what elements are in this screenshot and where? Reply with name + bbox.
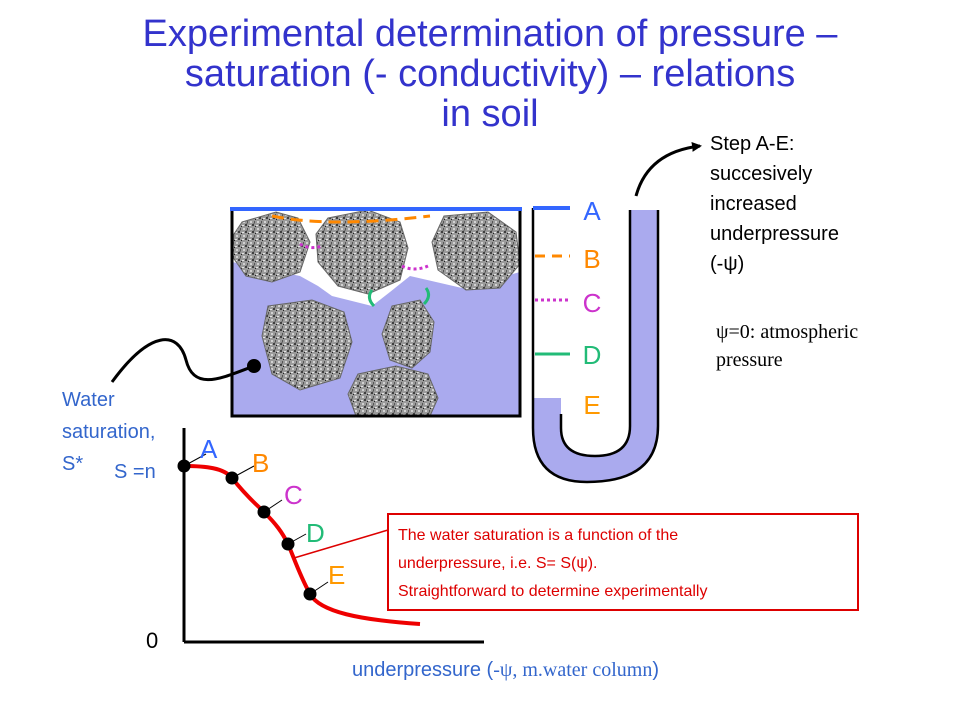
atmospheric-note-line-2: pressure [716,349,783,371]
callout-line-1: The water saturation is a function of th… [398,527,678,544]
atmospheric-note: ψ=0: atmospheric pressure [716,321,858,371]
tube-label-A: A [583,196,601,226]
soil-grain [261,299,353,391]
y-axis-label-line-2: saturation, [62,421,155,443]
callout-pointer [293,529,389,559]
curve-point-C [257,505,271,519]
curve-point-D [281,537,295,551]
meniscus-D-left [367,289,376,308]
curve-label-E: E [328,560,345,590]
step-note-line-5: (-ψ) [710,253,744,275]
soil-grains [231,209,521,417]
step-note-line-2: succesively [710,163,812,185]
curve-point-E [303,587,317,601]
y-axis-label-line-3: S* [62,453,83,475]
y-axis-label-line-1: Water [62,389,115,411]
callout: The water saturation is a function of th… [293,513,859,611]
tube-wall-inner [559,210,632,458]
curve-point-B [225,471,239,485]
tube-label-B: B [583,244,600,274]
retention-graph: Water saturation, S* S =n 0 A B C D E [62,389,659,681]
x-axis-label: underpressure (-ψ, m.water column) [352,659,659,681]
curve-label-D: D [306,518,325,548]
step-arrow [634,141,702,197]
meniscus-B [271,214,431,224]
tube-wall [531,208,660,484]
title-line-2: saturation (- conductivity) – relations [184,53,796,95]
tube-water [533,210,658,482]
x-axis-label-prefix: underpressure ( [352,659,494,681]
tube-label-C: C [583,288,602,318]
curve-label-A: A [200,434,218,464]
meniscus-C-right [401,264,429,271]
x-axis-label-suffix: ) [652,659,659,681]
sample-connector [110,338,255,383]
step-note: Step A-E: succesively increased underpre… [710,133,839,275]
x-axis-label-math: -ψ, m.water column [493,659,652,681]
meniscus-C-left [299,242,323,250]
title-line-3: in soil [441,93,539,135]
curve-label-C: C [284,480,303,510]
meniscus-D-right [422,287,431,306]
callout-box [387,513,859,611]
callout-line-3: Straightforward to determine experimenta… [398,583,707,600]
curve-points [177,453,329,601]
step-note-line-3: increased [710,193,797,215]
page-title: Experimental determination of pressure –… [0,14,960,134]
curve-labels: A B C D E [200,434,345,590]
u-tube: A B C D E [531,196,660,484]
tube-labels: A B C D E [583,196,602,420]
y-axis-top-tick: S =n [114,461,156,483]
atmospheric-note-line-1: ψ=0: atmospheric [716,321,858,343]
soil-sample [230,207,522,418]
tube-label-E: E [583,390,600,420]
soil-grain [347,365,439,417]
step-note-line-1: Step A-E: [710,133,795,155]
soil-grain [381,299,435,369]
soil-grain [315,209,409,295]
callout-line-2: underpressure, i.e. S= S(ψ). [398,555,598,572]
soil-grain [231,211,311,283]
container-wall [230,210,522,418]
tube-label-D: D [583,340,602,370]
sample-connector-dot [247,359,261,373]
curve-point-A [177,459,191,473]
title-line-1: Experimental determination of pressure – [142,13,838,55]
step-note-line-4: underpressure [710,223,839,245]
curve-label-B: B [252,448,269,478]
soil-grain [431,211,521,291]
origin-label: 0 [146,628,158,653]
